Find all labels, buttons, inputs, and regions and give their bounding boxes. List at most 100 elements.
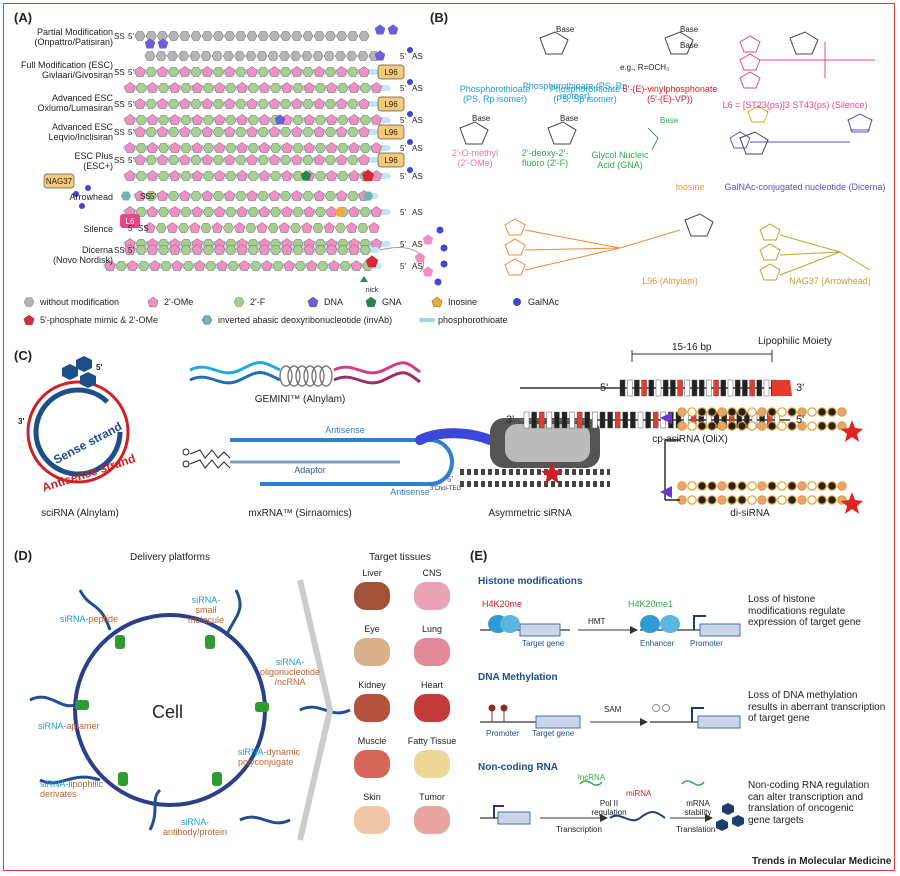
legend-label: phosphorothioate	[438, 315, 508, 325]
tissue-image	[354, 582, 390, 610]
svg-text:L96: L96	[384, 68, 398, 77]
conj-oligo-prefix: siRNA-	[275, 657, 305, 667]
legend-label: GNA	[382, 297, 402, 307]
promoter-label-2: Promoter	[486, 729, 519, 738]
structure-caption: 2'-O-methyl (2'-OMe)	[451, 148, 499, 169]
tissue-label: Muscle	[357, 736, 387, 746]
tissue-image	[354, 750, 390, 778]
panel-a-label: (A)	[14, 10, 33, 25]
histone-title: Histone modifications	[478, 576, 583, 587]
h4k20me-label: H4K20me	[482, 599, 523, 609]
conj-oligo-suffix: oligonucleotide /ncRNA	[259, 666, 321, 687]
legend-item: GalNAc	[510, 296, 559, 308]
conj-antibody: siRNA- antibody/protein	[150, 817, 240, 838]
base-label-6: Base	[660, 116, 679, 125]
svg-text:5': 5'	[400, 116, 406, 125]
svg-text:5': 5'	[128, 128, 134, 137]
tissue-image	[414, 750, 450, 778]
svg-text:L96: L96	[384, 156, 398, 165]
legend-label: 5'-phosphate mimic & 2'-OMe	[40, 315, 158, 325]
legend-item: DNA	[306, 296, 343, 308]
svg-text:5': 5'	[150, 192, 156, 201]
tissue-label: Tumor	[419, 792, 445, 802]
svg-text:AS: AS	[412, 52, 423, 61]
asym-5prime: 5'	[447, 475, 453, 484]
conj-antibody-suffix: antibody/protein	[162, 826, 228, 837]
enhancer-label: Enhancer	[640, 639, 675, 648]
scirna-caption: sciRNA (Alnylam)	[41, 508, 119, 519]
svg-text:5': 5'	[128, 100, 134, 109]
gemini-caption: GEMINI™ (Alnylam)	[254, 394, 346, 405]
tissue-image	[414, 638, 450, 666]
tissue-label: Skin	[363, 792, 381, 802]
base-label-5: Base	[560, 114, 579, 123]
conj-aptamer: siRNA-aptamer	[38, 721, 118, 732]
svg-text:5': 5'	[400, 144, 406, 153]
conj-dynamic: siRNA-dynamic polyconjugate	[238, 747, 328, 768]
tissue-label: Heart	[420, 680, 443, 690]
legend-item: 2'-F	[232, 296, 265, 308]
scirna-5prime: 5'	[96, 363, 103, 372]
mx-antisense-top: Antisense	[325, 425, 365, 435]
tissue-label: Eye	[364, 624, 380, 634]
row-label-arrowhead: Arrowhead	[69, 192, 113, 202]
panel-b-structures	[459, 31, 875, 281]
svg-text:AS: AS	[412, 240, 423, 249]
structure-caption: Phosphorothioate (PS, Sp isomer)	[549, 84, 621, 105]
structure-caption: L6 = [ST23(ps)]3 ST43(ps) (Silence)	[722, 100, 868, 110]
tissue-label: Kidney	[358, 680, 386, 690]
conj-oligo: siRNA- oligonucleotide /ncRNA	[250, 657, 330, 688]
tissue-image	[354, 694, 390, 722]
structure-caption: Inosine	[675, 182, 705, 192]
svg-text:AS: AS	[412, 208, 423, 217]
pol2-label: Pol II regulation	[591, 799, 627, 817]
panel-e-diagrams	[480, 615, 744, 831]
row-label-silence: Silence	[83, 224, 113, 234]
tissue-image	[414, 582, 450, 610]
di-caption: di-siRNA	[730, 508, 770, 519]
tissue-image	[414, 806, 450, 834]
h4k20me1-label: H4K20me1	[628, 599, 674, 609]
panel-c-diagrams	[26, 350, 863, 514]
svg-text:SS: SS	[114, 32, 125, 41]
svg-text:SS: SS	[114, 68, 125, 77]
panel-d-label: (D)	[14, 548, 33, 563]
delivery-title: Delivery platforms	[129, 552, 211, 563]
row-label-full: Full Modification (ESC) Givlaari/Givosir…	[20, 60, 113, 80]
base-label-3: Base	[680, 41, 699, 50]
panel-c-label: (C)	[14, 348, 33, 363]
svg-text:SS: SS	[114, 100, 125, 109]
cp-bp-label: 15-16 bp	[672, 342, 712, 353]
tissue-image	[354, 638, 390, 666]
legend-item: 2'-OMe	[146, 296, 193, 308]
mx-antisense-bottom: Antisense	[390, 487, 430, 497]
cp-caption: cp-asiRNA (OliX)	[652, 434, 728, 445]
legend-label: 2'-F	[250, 297, 266, 307]
svg-text:NAG37: NAG37	[46, 177, 73, 186]
legend-item: phosphorothioate	[419, 314, 508, 326]
legend-label: without modification	[40, 297, 120, 307]
target-gene-label-2: Target gene	[532, 729, 575, 738]
svg-text:SS: SS	[114, 156, 125, 165]
row-label-oxlumo: Advanced ESC Oxlumo/Lumasiran	[37, 93, 113, 113]
ncrna-desc: Non-coding RNA regulation can alter tran…	[748, 780, 870, 826]
legend-label: Inosine	[448, 297, 478, 307]
base-label-2: Base	[680, 25, 699, 34]
svg-text:AS: AS	[412, 116, 423, 125]
structure-caption: Phosphorothioate (PS, Rp isomer)	[459, 84, 531, 105]
svg-text:5': 5'	[400, 84, 406, 93]
svg-text:5': 5'	[128, 224, 134, 233]
legend-label: DNA	[324, 297, 344, 307]
tissue-label: Liver	[362, 568, 382, 578]
legend-label: inverted abasic deoxyribonucleotide (inv…	[218, 315, 393, 325]
svg-text:SS: SS	[114, 246, 125, 255]
tissue-image	[414, 694, 450, 722]
structure-caption: 2'-deoxy-2'- fluoro (2'-F)	[521, 148, 569, 169]
structure-caption: NAG37 (Arrowhead)	[789, 276, 871, 286]
scirna-3prime: 3'	[18, 417, 25, 426]
conj-lipophilic-suffix: lipophilic derivates	[40, 779, 104, 799]
figure-frame	[3, 3, 895, 871]
tissue-label: Fatty Tissue	[407, 736, 457, 746]
cp-5prime-bottom: 5'	[796, 414, 805, 426]
